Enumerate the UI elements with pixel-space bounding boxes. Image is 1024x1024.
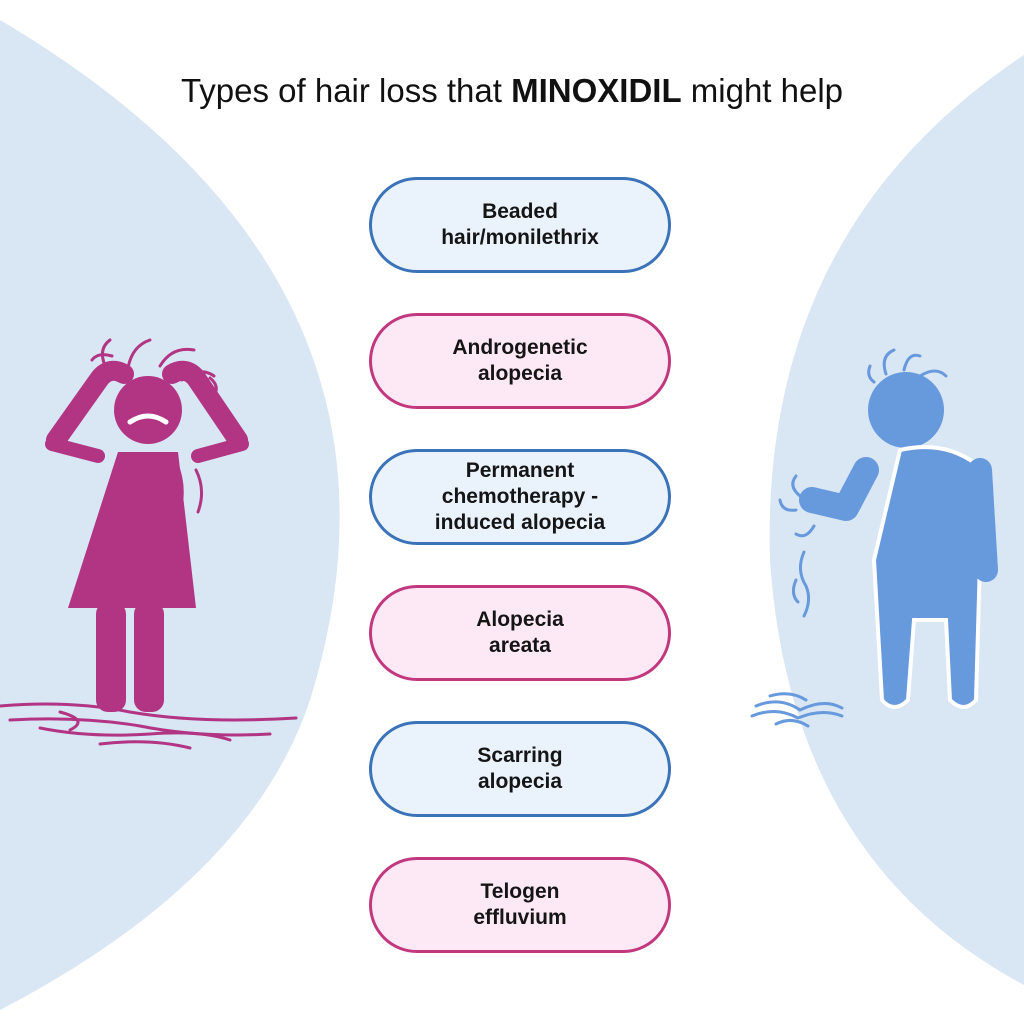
hair-loss-type-label: Permanent chemotherapy - induced alopeci… — [434, 459, 606, 534]
hair-loss-type-pill: Scarring alopecia — [369, 721, 671, 817]
title-emphasis: MINOXIDIL — [511, 72, 682, 109]
hair-loss-type-label: Telogen effluvium — [473, 880, 567, 929]
hair-loss-type-pill: Alopecia areata — [369, 585, 671, 681]
hair-loss-type-label: Alopecia areata — [476, 608, 564, 657]
hair-loss-type-pill: Androgenetic alopecia — [369, 313, 671, 409]
hair-loss-type-pill: Beaded hair/monilethrix — [369, 177, 671, 273]
page-title: Types of hair loss that MINOXIDIL might … — [0, 72, 1024, 110]
title-suffix: might help — [681, 72, 844, 109]
hair-loss-type-label: Beaded hair/monilethrix — [441, 200, 599, 249]
woman-pulling-hair-icon — [0, 338, 298, 750]
hair-loss-type-pill: Telogen effluvium — [369, 857, 671, 953]
hair-loss-type-label: Androgenetic alopecia — [452, 336, 588, 385]
hair-loss-type-label: Scarring alopecia — [477, 744, 563, 793]
title-prefix: Types of hair loss that — [180, 72, 512, 109]
man-losing-hair-icon — [750, 348, 998, 728]
hair-loss-type-pill: Permanent chemotherapy - induced alopeci… — [369, 449, 671, 545]
